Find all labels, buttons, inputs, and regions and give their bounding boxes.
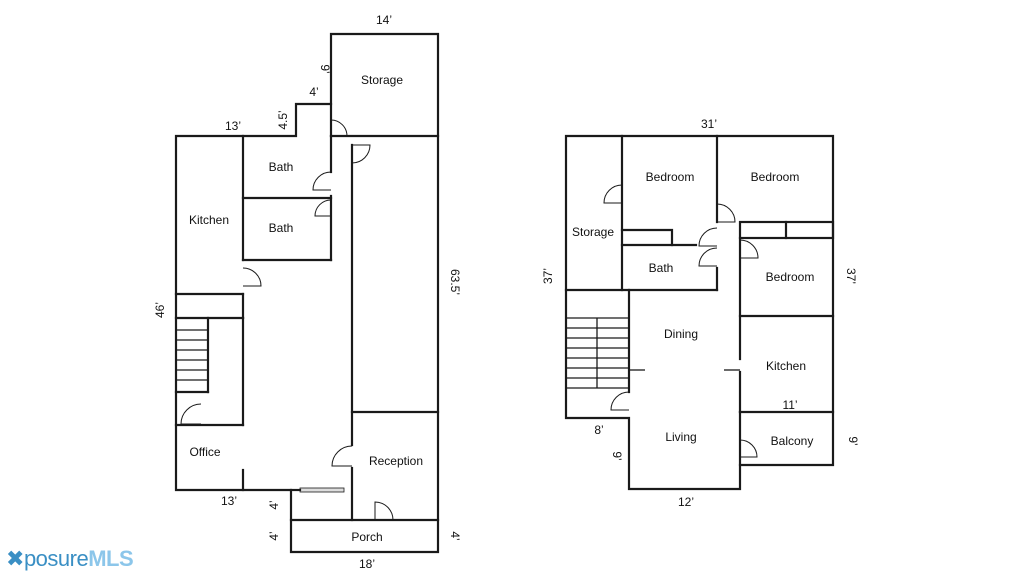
dimension-label: 8’: [594, 423, 603, 437]
dimension-label: 63.5’: [448, 269, 462, 295]
dimension-label: 37’: [541, 268, 555, 284]
room-label-bedroom: Bedroom: [766, 270, 815, 284]
floor2-outer-wall: [564, 134, 835, 491]
room-label-storage: Storage: [361, 73, 403, 87]
floor1-outer-wall: [174, 32, 440, 522]
dimension-label: 9’: [610, 451, 624, 460]
floor-1-plan: Storage Bath Bath Kitchen Office Recepti…: [153, 13, 462, 571]
dimension-label: 13’: [225, 119, 241, 133]
room-label-bath: Bath: [269, 160, 294, 174]
dimension-label: 9’: [846, 436, 860, 445]
room-label-bedroom: Bedroom: [646, 170, 695, 184]
floor-2-plan: Bedroom Bedroom Bedroom Storage Bath Din…: [541, 117, 860, 509]
logo-mark-icon: ✖: [6, 546, 24, 571]
room-label-living: Living: [665, 430, 696, 444]
room-label-bath: Bath: [649, 261, 674, 275]
floor1-doors: [180, 119, 394, 521]
room-label-porch: Porch: [351, 530, 382, 544]
dimension-label: 11’: [782, 398, 797, 412]
dimension-label: 4’: [448, 531, 462, 540]
floor1-stairs: [176, 329, 208, 381]
room-label-bedroom: Bedroom: [751, 170, 800, 184]
logo-text-accent: MLS: [88, 546, 134, 571]
dimension-label: 13’: [221, 494, 237, 508]
dimension-label: 4’: [309, 85, 318, 99]
dimension-label: 18’: [359, 557, 375, 571]
brand-logo: ✖posureMLS: [6, 546, 134, 572]
room-label-balcony: Balcony: [771, 434, 814, 448]
dimension-label: 4’: [267, 531, 281, 540]
floor2-doors: [603, 184, 759, 458]
dimension-label: 12’: [678, 495, 694, 509]
room-label-dining: Dining: [664, 327, 698, 341]
dimension-label: 31’: [701, 117, 717, 131]
room-label-reception: Reception: [369, 454, 423, 468]
dimension-label: 9’: [318, 64, 332, 73]
dimension-label: 46’: [153, 302, 167, 318]
room-label-kitchen: Kitchen: [766, 359, 806, 373]
dimension-label: 4’: [267, 500, 281, 509]
porch-wall: [289, 518, 440, 554]
closet-wall: [620, 228, 674, 247]
logo-text: posure: [23, 546, 89, 571]
room-label-bath: Bath: [269, 221, 294, 235]
dimension-label: 4.5’: [276, 110, 290, 129]
dimension-label: 14’: [376, 13, 392, 27]
floor2-stairs: [566, 317, 629, 389]
room-label-kitchen: Kitchen: [189, 213, 229, 227]
floor1-window: [299, 487, 345, 493]
room-label-storage: Storage: [572, 225, 614, 239]
room-label-office: Office: [189, 445, 220, 459]
dimension-label: 37’: [844, 268, 858, 284]
